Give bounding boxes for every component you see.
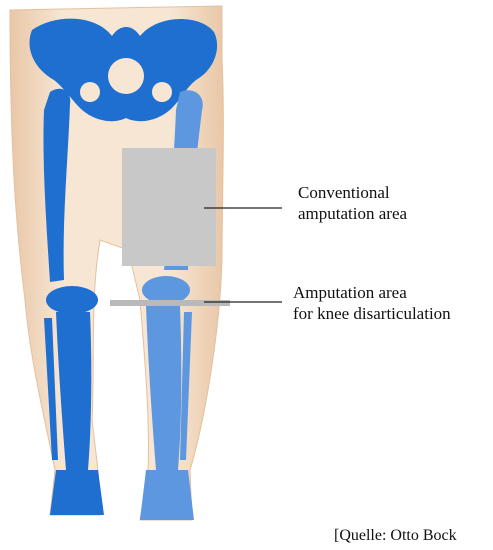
- knee-disarticulation-label: Amputation area for knee disarticulation: [293, 282, 451, 324]
- conventional-label-line1: Conventional: [298, 182, 407, 203]
- right-foot: [140, 470, 194, 520]
- left-foot: [50, 470, 104, 515]
- conventional-amputation-label: Conventional amputation area: [298, 182, 407, 224]
- knee-label-line2: for knee disarticulation: [293, 303, 451, 324]
- knee-label-line1: Amputation area: [293, 282, 451, 303]
- source-credit: [Quelle: Otto Bock: [334, 527, 457, 545]
- knee-disarticulation-line: [110, 300, 230, 306]
- conventional-label-line2: amputation area: [298, 203, 407, 224]
- right-knee: [142, 276, 190, 304]
- conventional-amputation-area: [122, 148, 216, 266]
- left-knee: [46, 286, 98, 314]
